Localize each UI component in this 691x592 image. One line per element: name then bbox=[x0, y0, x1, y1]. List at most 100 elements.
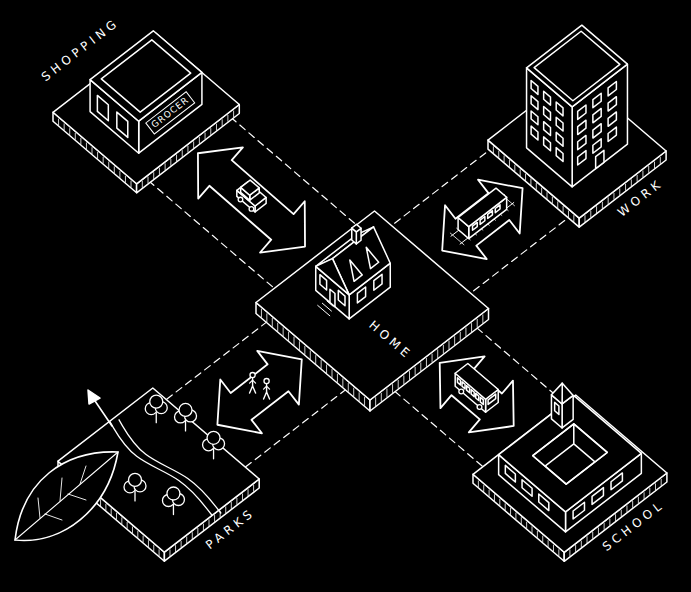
platform-hatch bbox=[568, 211, 569, 217]
window bbox=[592, 488, 603, 505]
tree-crown bbox=[213, 438, 225, 450]
platform-hatch bbox=[116, 513, 117, 519]
platform-hatch bbox=[159, 550, 160, 556]
tree-crown bbox=[134, 480, 146, 492]
leaf bbox=[15, 452, 118, 541]
platform-hatch bbox=[106, 504, 107, 510]
platform-hatch bbox=[75, 133, 76, 139]
platform-hatch bbox=[514, 165, 515, 171]
platform-hatch bbox=[609, 519, 610, 525]
platform-hatch bbox=[483, 486, 484, 492]
platform-hatch bbox=[159, 168, 160, 174]
platform-hatch bbox=[493, 147, 494, 153]
window bbox=[593, 124, 601, 138]
platform-hatch bbox=[203, 524, 204, 530]
platform-hatch bbox=[414, 367, 415, 375]
school-building bbox=[566, 453, 642, 532]
office-building bbox=[572, 64, 627, 187]
platform-hatch bbox=[153, 172, 154, 178]
window bbox=[596, 150, 604, 168]
leaf-rib bbox=[15, 452, 118, 540]
platform-hatch bbox=[489, 490, 490, 496]
platform-hatch bbox=[604, 524, 605, 530]
platform-hatch bbox=[642, 171, 643, 177]
platform-hatch bbox=[233, 110, 234, 116]
platform-hatch bbox=[661, 480, 662, 486]
window bbox=[556, 148, 563, 162]
window bbox=[357, 287, 365, 303]
platform-hatch bbox=[431, 354, 432, 362]
platform-hatch bbox=[111, 509, 112, 515]
window bbox=[608, 112, 616, 126]
platform-hatch bbox=[521, 518, 522, 524]
platform-hatch bbox=[348, 383, 349, 391]
leaf-vein bbox=[45, 514, 62, 520]
bus-body bbox=[486, 389, 499, 412]
rail-tie bbox=[469, 218, 483, 230]
platform-hatch bbox=[654, 162, 655, 168]
river-bank bbox=[119, 419, 221, 513]
river-bank bbox=[110, 421, 212, 515]
platform-hatch bbox=[590, 212, 591, 218]
train-car bbox=[458, 188, 507, 226]
window bbox=[544, 91, 551, 105]
platform-hatch bbox=[79, 481, 80, 487]
walker-body bbox=[266, 384, 267, 392]
travel-arrow bbox=[217, 351, 301, 433]
platform-hatch bbox=[254, 485, 255, 491]
platform-hatch bbox=[358, 392, 359, 400]
platform-hatch bbox=[58, 119, 59, 125]
window bbox=[495, 205, 500, 213]
platform-hatch bbox=[397, 380, 398, 388]
window bbox=[544, 122, 551, 136]
platform-hatch bbox=[220, 511, 221, 517]
window bbox=[476, 393, 479, 400]
window bbox=[531, 111, 538, 125]
platform-hatch bbox=[226, 507, 227, 513]
platform-hatch bbox=[575, 546, 576, 552]
window bbox=[531, 96, 538, 110]
walker-arms bbox=[250, 380, 256, 383]
platform-hatch bbox=[631, 180, 632, 186]
platform-hatch bbox=[97, 152, 98, 158]
train-car bbox=[458, 217, 469, 238]
car-cabin bbox=[241, 180, 260, 195]
platform-hatch bbox=[248, 490, 249, 496]
platform-hatch bbox=[119, 171, 120, 177]
platform-hatch bbox=[143, 536, 144, 542]
window bbox=[471, 389, 474, 396]
office-building bbox=[527, 25, 628, 107]
platform-hatch bbox=[621, 511, 622, 517]
platform-hatch bbox=[154, 545, 155, 551]
window bbox=[608, 97, 616, 111]
walker-legs bbox=[250, 386, 256, 393]
window bbox=[488, 394, 496, 404]
platform-hatch bbox=[272, 318, 273, 326]
platform-hatch bbox=[520, 170, 521, 176]
platform-hatch bbox=[310, 350, 311, 358]
platform-hatch bbox=[465, 327, 466, 335]
platform-hatch bbox=[320, 360, 321, 368]
window bbox=[593, 139, 601, 153]
wheel bbox=[238, 197, 243, 202]
platform-hatch bbox=[288, 332, 289, 340]
window bbox=[578, 135, 586, 149]
tree-crown bbox=[155, 402, 167, 414]
platform-hatch bbox=[454, 336, 455, 344]
tree-trunk bbox=[185, 421, 186, 431]
chimney bbox=[356, 228, 361, 244]
window bbox=[457, 378, 460, 385]
platform-hatch bbox=[147, 177, 148, 183]
platform-hatch bbox=[182, 150, 183, 156]
platform-hatch bbox=[326, 364, 327, 372]
platform-hatch bbox=[122, 518, 123, 524]
platform-hatch bbox=[198, 528, 199, 534]
platform-hatch bbox=[187, 537, 188, 543]
platform-hatch bbox=[74, 477, 75, 483]
leaf-vein bbox=[80, 466, 86, 484]
platform-hatch bbox=[569, 550, 570, 556]
rail-tie bbox=[463, 223, 477, 235]
tree-trunk bbox=[173, 505, 174, 515]
